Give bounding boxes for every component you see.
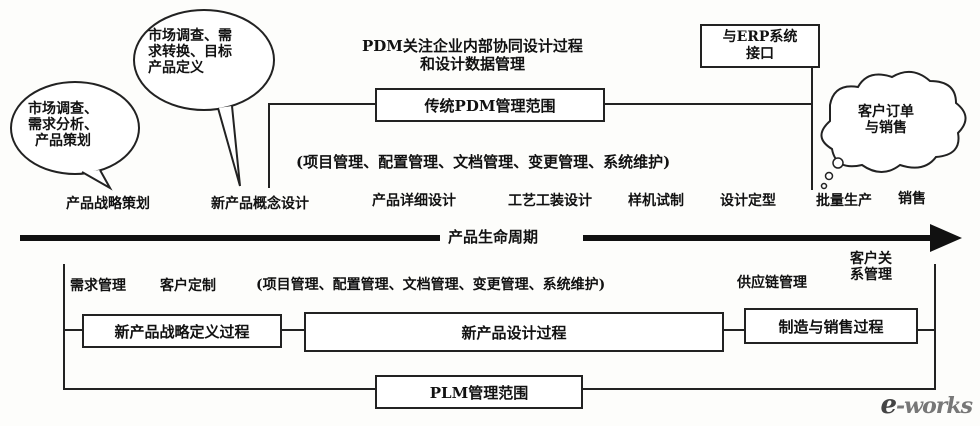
customer-relationship-management: 客户关 系管理 [850, 251, 892, 283]
customer-customization: 客户定制 [160, 278, 216, 294]
stage-finalize: 设计定型 [720, 193, 776, 209]
cloud-dot-3 [820, 182, 828, 190]
cloud-dot-2 [824, 171, 834, 181]
lifecycle-arrowhead [930, 224, 962, 252]
plm-scope-bracket [63, 264, 936, 390]
stage-detail: 产品详细设计 [372, 193, 456, 209]
cloud-dot-1 [832, 157, 844, 169]
lifecycle-label: 产品生命周期 [448, 228, 539, 246]
cloud-bubble-text: 客户订单 与销售 [858, 104, 914, 136]
stage-prototype: 样机试制 [628, 193, 684, 209]
concept-bubble [133, 9, 275, 111]
stage-process: 工艺工装设计 [508, 193, 592, 209]
cloud-bubble [820, 70, 967, 173]
demand-management: 需求管理 [70, 278, 126, 294]
pdm-scope-box: 传统PDM管理范围 [375, 88, 605, 122]
erp-interface-box: 与ERP系统 接口 [700, 24, 820, 68]
strategy-bubble-tail [81, 169, 113, 191]
manufacturing-sales-process: 制造与销售过程 [744, 308, 918, 344]
product-design-process: 新产品设计过程 [304, 312, 724, 352]
pdm-focus-title: PDM关注企业内部协同设计过程 和设计数据管理 [362, 37, 583, 73]
e-works-logo: e-works [880, 390, 973, 420]
stage-mass-production: 批量生产 [816, 193, 872, 209]
strategy-bubble-text: 市场调查、 需求分析、 产品策划 [28, 101, 98, 149]
stage-sales: 销售 [898, 191, 926, 207]
strategy-definition-process: 新产品战略定义过程 [82, 314, 282, 348]
pdm-functions: (项目管理、配置管理、文档管理、变更管理、系统维护) [296, 153, 671, 171]
strategy-bubble [10, 81, 140, 175]
supply-chain-management: 供应链管理 [737, 275, 807, 291]
stage-strategy: 产品战略策划 [66, 196, 150, 212]
concept-bubble-text: 市场调查、需 求转换、目标 产品定义 [148, 28, 232, 76]
plm-scope-box: PLM管理范围 [375, 375, 583, 409]
stage-concept: 新产品概念设计 [211, 196, 309, 212]
plm-functions: (项目管理、配置管理、文档管理、变更管理、系统维护) [256, 277, 606, 293]
concept-bubble-tail [217, 105, 241, 187]
